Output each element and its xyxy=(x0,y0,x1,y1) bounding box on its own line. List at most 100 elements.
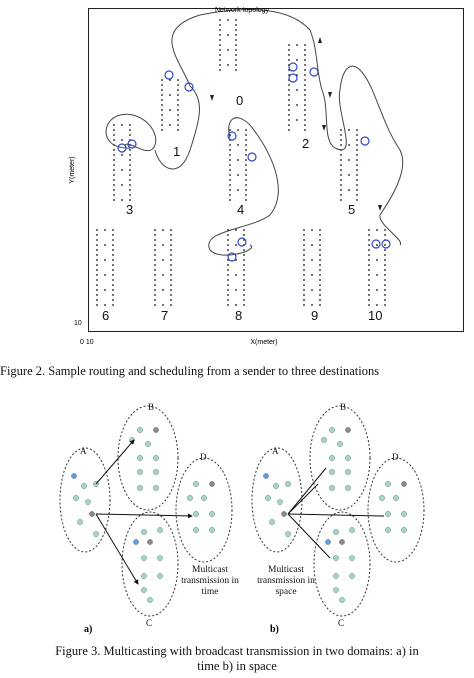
sensor-node-dot xyxy=(243,294,245,296)
sensor-node-dot xyxy=(170,244,172,246)
sensor-node-dot xyxy=(368,284,370,286)
sensor-node-dot xyxy=(219,59,221,61)
sensor-node-dot xyxy=(319,234,321,236)
sensor-node-dot xyxy=(356,154,358,156)
sensor-node-dot xyxy=(340,184,342,186)
sensor-node-dot xyxy=(384,269,386,271)
sensor-node-dot xyxy=(161,84,163,86)
sensor-node-dot xyxy=(243,304,245,306)
network-node xyxy=(325,539,331,545)
sensor-node-dot xyxy=(245,184,247,186)
sensor-node-dot xyxy=(96,304,98,306)
sensor-node-dot xyxy=(113,194,115,196)
sensor-node-dot xyxy=(237,144,239,146)
network-node xyxy=(141,573,147,579)
sensor-node-dot xyxy=(161,89,163,91)
sensor-node-dot xyxy=(319,239,321,241)
sensor-node-dot xyxy=(113,149,115,151)
sensor-node-dot xyxy=(245,159,247,161)
network-node xyxy=(145,441,151,447)
sensor-node-dot xyxy=(235,304,237,306)
sensor-node-dot xyxy=(129,124,131,126)
sensor-node-dot xyxy=(235,229,237,231)
sensor-node-dot xyxy=(237,174,239,176)
sensor-node-dot xyxy=(303,304,305,306)
sensor-node-dot xyxy=(245,179,247,181)
network-node xyxy=(71,473,77,479)
sensor-node-dot xyxy=(170,274,172,276)
sensor-node-dot xyxy=(303,249,305,251)
panel-b-label-a: A xyxy=(272,446,279,456)
sensor-node-dot xyxy=(177,124,179,126)
sensor-node-dot xyxy=(235,289,237,291)
sensor-node-dot xyxy=(311,259,313,261)
sensor-node-dot xyxy=(304,59,306,61)
sensor-node-dot xyxy=(303,229,305,231)
panel-b-note-line3: space xyxy=(275,587,296,597)
sensor-node-dot xyxy=(304,89,306,91)
sensor-node-dot xyxy=(154,264,156,266)
sensor-node-dot xyxy=(170,264,172,266)
sensor-node-dot xyxy=(113,124,115,126)
panel-b: A B C D Multicast transmission in space … xyxy=(251,402,425,635)
network-node xyxy=(339,539,345,545)
cluster-label-5: 5 xyxy=(348,202,355,217)
network-node xyxy=(333,529,339,535)
sensor-node-dot xyxy=(288,109,290,111)
sensor-node-dot xyxy=(319,264,321,266)
sensor-node-dot xyxy=(319,254,321,256)
network-node xyxy=(385,527,391,533)
sensor-node-dot xyxy=(170,229,172,231)
sensor-node-dot xyxy=(245,149,247,151)
panel-a-arrows xyxy=(95,439,193,585)
sensor-node-dot xyxy=(288,44,290,46)
sensor-node-dot xyxy=(384,299,386,301)
figure-3: A B C D Multicast transmission in time a… xyxy=(0,398,474,678)
network-node xyxy=(337,441,343,447)
network-node xyxy=(153,427,159,433)
sensor-node-dot xyxy=(113,154,115,156)
network-node xyxy=(77,519,83,525)
sensor-node-dot xyxy=(104,304,106,306)
domain-a-ellipse xyxy=(59,447,111,553)
sensor-node-dot xyxy=(113,184,115,186)
sensor-node-dot xyxy=(162,229,164,231)
sensor-node-dot xyxy=(243,264,245,266)
sensor-node-dot xyxy=(340,194,342,196)
sensor-node-dot xyxy=(170,294,172,296)
sensor-node-dot xyxy=(368,299,370,301)
sensor-node-dot xyxy=(235,274,237,276)
network-node xyxy=(333,587,339,593)
sensor-node-dot xyxy=(384,259,386,261)
sensor-node-dot xyxy=(104,289,106,291)
sensor-node-dot xyxy=(296,44,298,46)
sensor-node-dot xyxy=(162,289,164,291)
network-node xyxy=(281,511,287,517)
sensor-node-dot xyxy=(311,304,313,306)
sensor-node-dot xyxy=(288,114,290,116)
sensor-node-dot xyxy=(368,234,370,236)
sensor-node-dot xyxy=(245,139,247,141)
sensor-node-dot xyxy=(304,129,306,131)
sensor-node-dot xyxy=(219,54,221,56)
sensor-node-dot xyxy=(356,164,358,166)
sensor-node-dot xyxy=(121,139,123,141)
sensor-node-dot xyxy=(304,124,306,126)
sensor-node-dot xyxy=(304,94,306,96)
sensor-node-dot xyxy=(227,34,229,36)
network-node xyxy=(349,527,355,533)
sensor-node-dot xyxy=(227,299,229,301)
sensor-node-dot xyxy=(161,79,163,81)
sensor-node-dot xyxy=(319,244,321,246)
panel-a-domain-labels: A B C D xyxy=(80,402,207,628)
network-node xyxy=(401,481,407,487)
sensor-node-dot xyxy=(384,284,386,286)
sensor-node-dot xyxy=(170,279,172,281)
sensor-node-dot xyxy=(121,184,123,186)
sensor-node-dot xyxy=(319,279,321,281)
network-node xyxy=(385,481,391,487)
sensor-node-dot xyxy=(154,304,156,306)
sensor-node-dot xyxy=(154,289,156,291)
sensor-node-dot xyxy=(243,279,245,281)
sensor-node-dot xyxy=(112,294,114,296)
